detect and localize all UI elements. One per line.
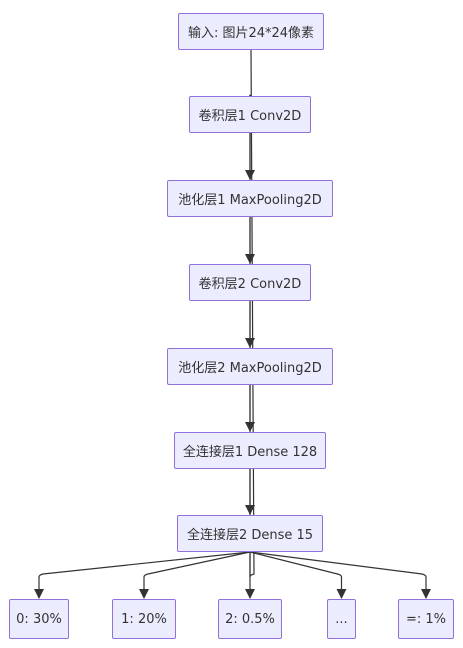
node-output-0: 0: 30% [9, 599, 69, 639]
node-input: 输入: 图片24*24像素 [178, 13, 324, 50]
node-dense2: 全连接层2 Dense 15 [177, 515, 323, 552]
node-pool1: 池化层1 MaxPooling2D [167, 180, 333, 217]
edge-dense2-to-out1 [139, 551, 251, 599]
node-output-equals: =: 1% [398, 599, 454, 639]
node-conv2: 卷积层2 Conv2D [189, 264, 311, 301]
edge-dense2-to-out0 [34, 551, 251, 599]
node-output-2: 2: 0.5% [218, 599, 282, 639]
edge-dense2-to-outdots [249, 551, 347, 599]
node-pool2: 池化层2 MaxPooling2D [167, 348, 333, 385]
node-output-ellipsis: ... [327, 599, 356, 639]
node-dense1: 全连接层1 Dense 128 [174, 432, 326, 469]
edge-dense2-to-outeq [249, 551, 431, 599]
node-output-1: 1: 20% [112, 599, 176, 639]
node-conv1: 卷积层1 Conv2D [189, 96, 311, 133]
